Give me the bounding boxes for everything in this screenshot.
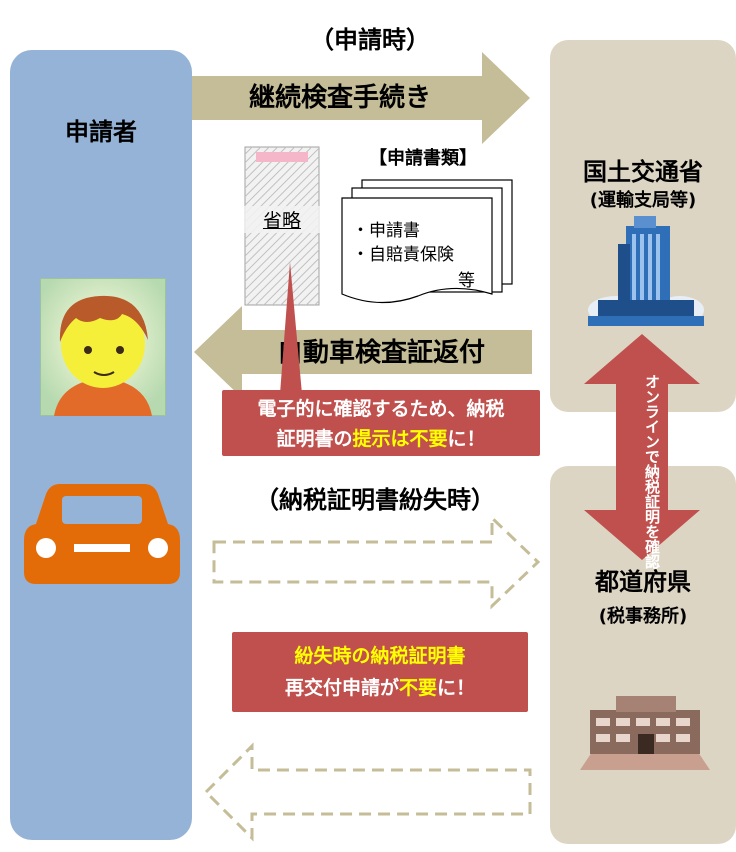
document-item-application: ・申請書	[352, 221, 420, 241]
online-verification-arrow	[584, 334, 700, 560]
prefecture-label: 都道府県	[595, 568, 691, 596]
callout1-line2-pre: 証明書の	[276, 428, 353, 450]
scene-application-title: （申請時）	[310, 26, 430, 54]
applicant-label: 申請者	[65, 118, 137, 146]
car-icon	[24, 484, 180, 584]
prefecture-sub-label: (税事務所)	[598, 606, 688, 627]
return-arrow-label: 自動車検査証返付	[276, 338, 485, 368]
applicant-avatar-icon	[40, 278, 166, 416]
lost-return-dashed-arrow	[203, 742, 532, 842]
mlit-label: 国土交通省	[583, 158, 703, 186]
scene-lost-title: （納税証明書紛失時）	[255, 486, 495, 514]
callout2-line2-post: に！	[437, 677, 476, 699]
online-verification-label: オンラインで納税証明を確認	[643, 374, 661, 569]
omitted-label: 省略	[244, 206, 320, 233]
document-item-etc: 等	[458, 271, 475, 291]
mlit-sub-label: (運輸支局等)	[589, 190, 697, 211]
applicant-panel	[10, 50, 192, 840]
return-arrow	[194, 306, 532, 398]
callout2-line1: 紛失時の納税証明書	[294, 645, 466, 667]
callout-pointer	[280, 262, 302, 394]
callout2-highlight: 不要	[398, 677, 437, 699]
documents-stack-icon	[341, 179, 513, 304]
document-item-insurance: ・自賠責保険	[352, 245, 454, 265]
callout-no-presentation: 電子的に確認するため、納税 証明書の提示は不要に！	[222, 390, 540, 456]
documents-title: 【申請書類】	[369, 148, 477, 169]
callout1-line1: 電子的に確認するため、納税	[257, 398, 505, 420]
callout2-line2: 再交付申請が不要に！	[232, 672, 528, 704]
tax-office-building-icon	[580, 696, 710, 770]
callout-no-reissue: 紛失時の納税証明書 再交付申請が不要に！	[232, 632, 528, 712]
renewal-arrow-label: 継続検査手続き	[248, 83, 431, 113]
callout2-line2-pre: 再交付申請が	[284, 677, 399, 699]
callout1-line2-post: に！	[447, 428, 486, 450]
callout1-highlight: 提示は不要	[352, 428, 448, 450]
lost-request-dashed-arrow	[212, 514, 541, 610]
callout1-line2: 証明書の提示は不要に！	[222, 424, 540, 454]
mlit-building-icon	[588, 216, 704, 326]
renewal-arrow	[192, 52, 530, 144]
